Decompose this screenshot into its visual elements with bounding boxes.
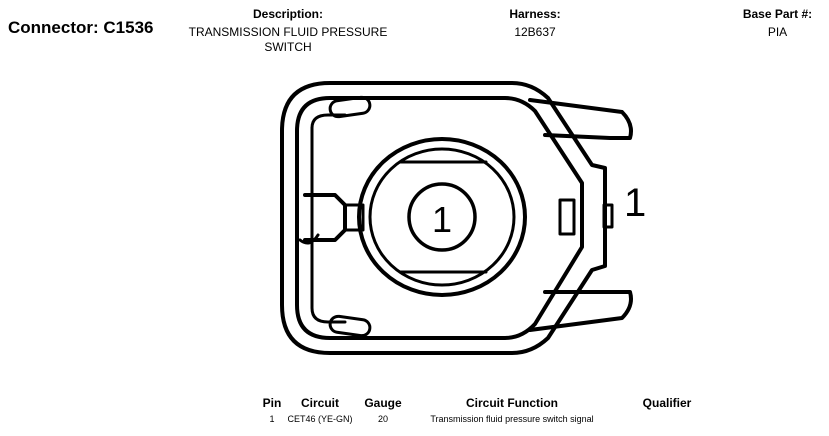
col-circuit: Circuit — [300, 396, 339, 410]
connector-title: Connector: C1536 — [8, 18, 154, 38]
cell-pin: 1 — [269, 414, 275, 424]
pin-1-number: 1 — [432, 199, 452, 240]
harness-label: Harness: — [509, 7, 561, 21]
description-line-2: SWITCH — [264, 40, 312, 54]
lower-latch-slot — [328, 314, 372, 338]
pin-table: Pin Circuit Gauge Circuit Function Quali… — [258, 396, 722, 424]
description-value: TRANSMISSION FLUID PRESSURE SWITCH — [172, 25, 404, 55]
cell-qualifier — [612, 414, 722, 424]
harness-value: 12B637 — [514, 25, 556, 39]
outer-housing — [280, 81, 607, 355]
pin-table-header: Pin Circuit Gauge Circuit Function Quali… — [258, 396, 722, 414]
base-part-label: Base Part #: — [742, 7, 813, 21]
base-part-value: PIA — [767, 25, 788, 39]
upper-latch-slot — [328, 95, 372, 119]
connector-id: C1536 — [103, 18, 154, 37]
description-label: Description: — [252, 7, 323, 21]
col-circuit-function: Circuit Function — [466, 396, 558, 410]
terminal-ring-outer — [357, 137, 527, 297]
cell-function: Transmission fluid pressure switch signa… — [430, 414, 594, 424]
inner-housing — [295, 96, 584, 340]
table-row: 1 CET46 (YE-GN) 20 Transmission fluid pr… — [258, 414, 722, 424]
upper-mounting-tab — [528, 98, 633, 140]
connector-label: Connector: — [8, 18, 99, 37]
description-line-1: TRANSMISSION FLUID PRESSURE — [188, 25, 388, 39]
right-key — [558, 198, 576, 236]
cell-gauge: 20 — [377, 414, 388, 424]
pin-1-cavity — [407, 182, 477, 252]
cavity-outline — [310, 126, 347, 324]
lower-mounting-tab — [528, 290, 633, 332]
pin-1-callout: 1 — [624, 181, 646, 225]
col-pin: Pin — [262, 396, 282, 410]
col-gauge: Gauge — [364, 396, 402, 410]
cell-circuit: CET46 (YE-GN) — [287, 414, 353, 424]
terminal-ring-inner — [368, 147, 516, 287]
col-qualifier: Qualifier — [642, 396, 692, 410]
